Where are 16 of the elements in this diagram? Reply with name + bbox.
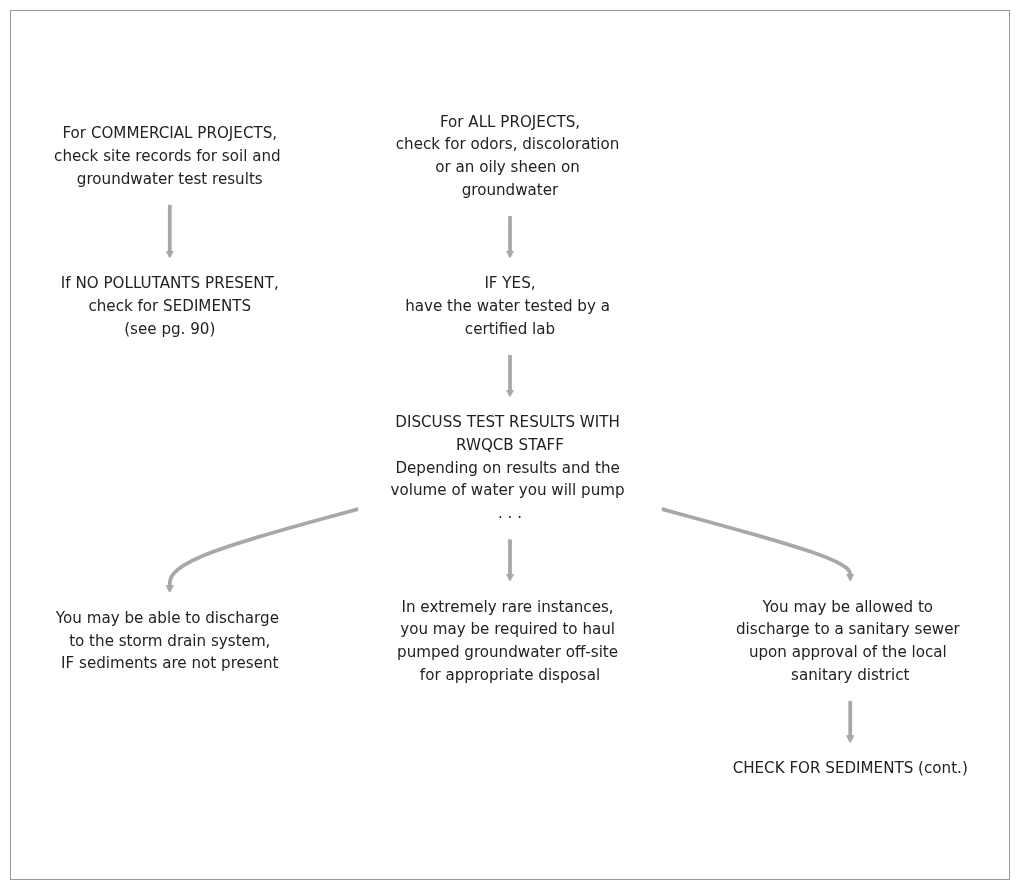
- arrow: [660, 506, 855, 582]
- arrow: [505, 354, 515, 398]
- node-text: IF YES, have the water tested by a certified lab: [405, 273, 610, 338]
- arrow: [165, 506, 360, 593]
- node-text: If NO POLLUTANTS PRESENT, check for SEDIMENTS (see pg. 90): [60, 273, 279, 338]
- arrow: [846, 700, 855, 744]
- node-text: You may be able to discharge to the storm drain system, IF sediments are not present: [55, 608, 279, 672]
- node-text: For ALL PROJECTS, check for odors, discoloration or an oily sheen on groundwater: [395, 112, 620, 199]
- node-text: In extremely rare instances, you may be required to haul pumped groundwater off-site for appropriate disposal: [397, 597, 619, 684]
- node-text: DISCUSS TEST RESULTS WITH RWQCB STAFF Depending on results and the volume of water you will pump . . .: [390, 412, 625, 522]
- arrow: [505, 538, 515, 582]
- node-text: You may be allowed to discharge to a sanitary sewer upon approval of the local sanitary district: [735, 597, 960, 684]
- arrow: [165, 204, 174, 259]
- node-text: For COMMERCIAL PROJECTS, check site records for soil and groundwater test results: [54, 123, 281, 187]
- node-text: CHECK FOR SEDIMENTS (cont.): [732, 758, 968, 777]
- arrow: [505, 215, 515, 259]
